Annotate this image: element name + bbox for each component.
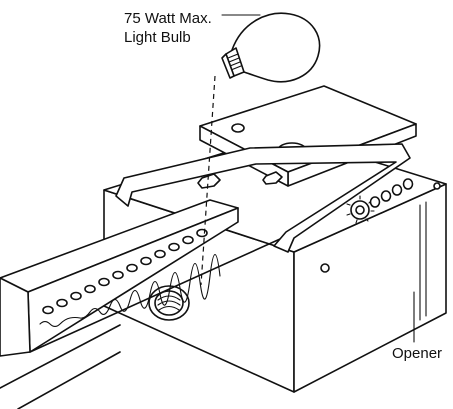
box-screws [320,182,441,273]
indicator-buttons [369,178,414,208]
rail [0,199,301,409]
light-bulb-icon [221,12,321,83]
mounting-bracket [115,143,411,253]
light-bulb-label-line1: 75 Watt Max. [124,10,212,27]
opener-label: Opener [392,345,443,362]
light-bulb-label-line2: Light Bulb [124,29,191,46]
bulb-to-socket-dashed-line [200,75,216,286]
light-bulb-label: 75 Watt Max. Light Bulb [124,9,212,47]
chain [39,228,221,328]
